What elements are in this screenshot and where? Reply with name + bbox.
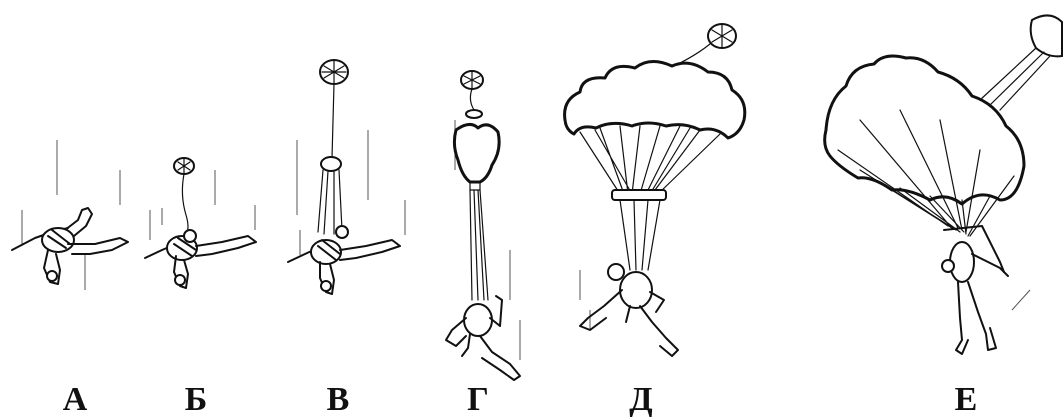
stage-b-pilot-chute (174, 158, 194, 236)
stage-a-figure (12, 140, 128, 290)
stage-g-pilot-chute (461, 71, 483, 118)
stage-e-skydiver (942, 226, 1030, 354)
stage-v-deployment-bag (318, 157, 342, 234)
stage-d-skydiver (580, 264, 678, 356)
stage-label-a: А (63, 381, 88, 417)
stage-label-b: Б (185, 381, 207, 417)
stage-a-skydiver (12, 208, 128, 284)
stage-v-figure (288, 60, 405, 294)
stage-label-e: Е (955, 381, 978, 417)
stage-a-speed-lines (22, 140, 120, 290)
stage-label-d: Д (629, 381, 652, 417)
stage-e-figure (825, 15, 1062, 354)
stage-d-canopy (565, 61, 745, 270)
stage-label-v: В (327, 381, 350, 417)
stage-b-speed-lines (150, 170, 255, 240)
stage-v-pilot-chute (320, 60, 348, 158)
stage-d-figure (565, 24, 745, 356)
stage-labels: А Б В Г Д Е (63, 381, 978, 417)
stage-b-figure (145, 158, 256, 288)
stage-label-g: Г (467, 381, 489, 417)
stage-e-pilot-chute (980, 15, 1062, 110)
stage-v-speed-lines (297, 130, 405, 255)
stage-g-figure (446, 71, 520, 380)
stage-g-inflating-canopy (454, 124, 499, 300)
stage-e-canopy (825, 56, 1024, 236)
stage-v-skydiver (288, 226, 400, 294)
stage-b-skydiver (145, 230, 256, 288)
stage-g-skydiver (446, 296, 520, 380)
